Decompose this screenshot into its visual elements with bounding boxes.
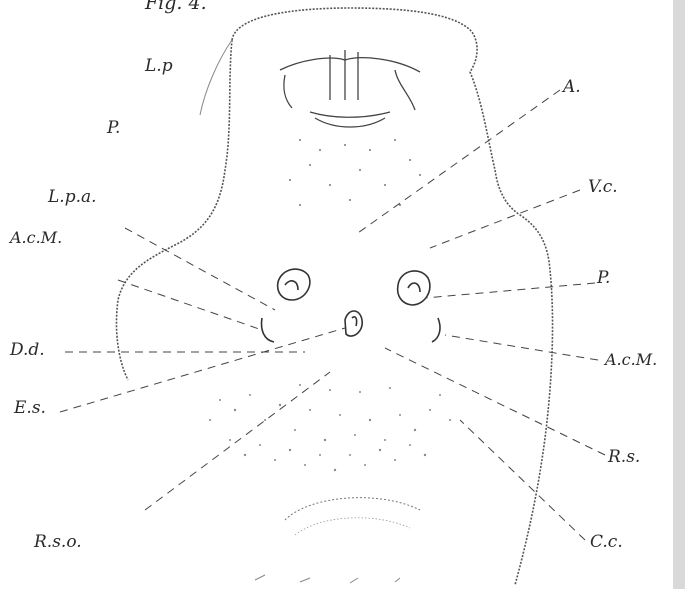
label-P-top: P. [107, 118, 120, 138]
label-P-right: P. [597, 268, 610, 288]
label-Rso: R.s.o. [34, 532, 82, 552]
lower-crescent [285, 498, 420, 520]
upper-organ [280, 50, 420, 127]
leader-AcM-right [445, 335, 598, 360]
label-AcM-left: A.c.M. [10, 228, 62, 247]
section-outline [232, 8, 553, 585]
label-Cc: C.c. [590, 532, 623, 552]
leader-Cc [460, 420, 585, 540]
leader-P-right [425, 283, 595, 298]
leader-Lpa [125, 228, 275, 310]
lower-crescent-inner [295, 518, 410, 535]
left-organ [262, 269, 310, 342]
label-Rs: R.s. [608, 447, 640, 467]
leader-Vc [430, 190, 580, 248]
label-Lp: L.p [145, 56, 173, 76]
section-outline-left [116, 40, 232, 380]
upper-left-spike [200, 40, 232, 115]
leader-Es [60, 328, 345, 412]
figure-title: Fig. 4. [145, 0, 207, 14]
center-organ [345, 311, 362, 336]
label-A: A. [563, 77, 581, 97]
label-Lpa: L.p.a. [48, 187, 97, 207]
leader-Rso [145, 372, 330, 510]
label-Dd: D.d. [10, 340, 45, 360]
label-AcM-right: A.c.M. [605, 350, 657, 369]
leader-lines [60, 90, 605, 540]
leader-Rs [385, 348, 605, 455]
bottom-lines [255, 575, 400, 583]
label-Vc: V.c. [588, 177, 618, 197]
label-Es: E.s. [14, 398, 46, 418]
right-organ [398, 271, 440, 342]
upper-dots [289, 139, 421, 206]
leader-AcM-left [118, 280, 262, 330]
leader-A [355, 90, 560, 235]
lower-tissue [209, 384, 451, 471]
